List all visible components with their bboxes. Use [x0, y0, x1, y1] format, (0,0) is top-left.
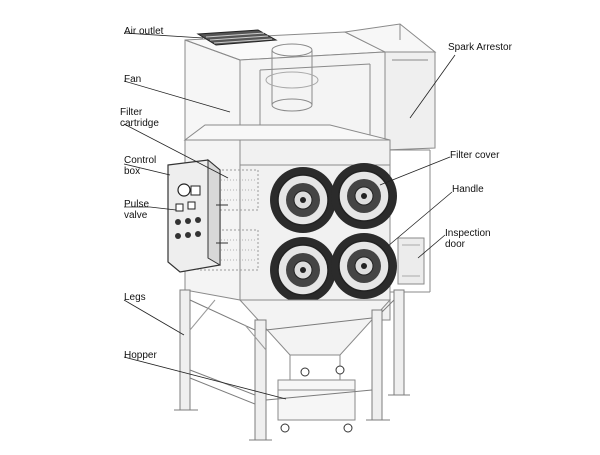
leader-legs: [123, 299, 185, 336]
filter-cover-bottom-right: [331, 233, 397, 299]
leader-fan: [123, 80, 231, 113]
leader-handle: [387, 191, 453, 247]
leader-hopper: [123, 356, 287, 400]
label-filter-cartridge-line2: cartridge: [120, 118, 159, 129]
legs-frame: [174, 289, 410, 441]
hopper: [238, 299, 392, 433]
label-spark-arrestor: Spark Arrestor: [448, 42, 512, 53]
leader-lines: [123, 32, 456, 400]
leader-pulse-valve-2: [149, 206, 177, 211]
label-air-outlet: Air outlet: [124, 26, 164, 37]
label-control-box-line2: box: [124, 166, 141, 177]
filter-cover-bottom-left: [270, 237, 336, 303]
spark-arrestor: [343, 23, 437, 151]
label-filter-cartridge-line1: Filter: [120, 107, 143, 118]
label-handle: Handle: [452, 184, 484, 195]
label-pulse-valve-line1: Pulse: [124, 199, 150, 210]
label-fan: Fan: [124, 74, 142, 85]
label-control-box-line1: Control: [124, 155, 157, 166]
inspection-door: [397, 237, 425, 285]
label-hopper: Hopper: [124, 350, 157, 361]
label-pulse-valve-line2: valve: [124, 210, 148, 221]
upper-housing: [184, 31, 387, 141]
leader-control-box: [123, 163, 171, 176]
leader-spark-arrestor: [409, 54, 456, 119]
control-box: [167, 158, 228, 273]
filter-cover-top-left: [270, 167, 336, 233]
leader-filter-cover: [379, 156, 451, 186]
filter-cover-top-right: [331, 163, 397, 229]
air-outlet-grille: [196, 29, 278, 46]
leader-air-outlet: [123, 32, 204, 39]
label-inspection-door-line2: door: [445, 239, 466, 250]
leader-filter-cartridge: [123, 123, 229, 179]
leader-inspection-door: [417, 234, 446, 259]
label-inspection-door-line1: Inspection: [445, 228, 491, 239]
label-legs: Legs: [124, 292, 146, 303]
label-filter-cover: Filter cover: [450, 150, 500, 161]
